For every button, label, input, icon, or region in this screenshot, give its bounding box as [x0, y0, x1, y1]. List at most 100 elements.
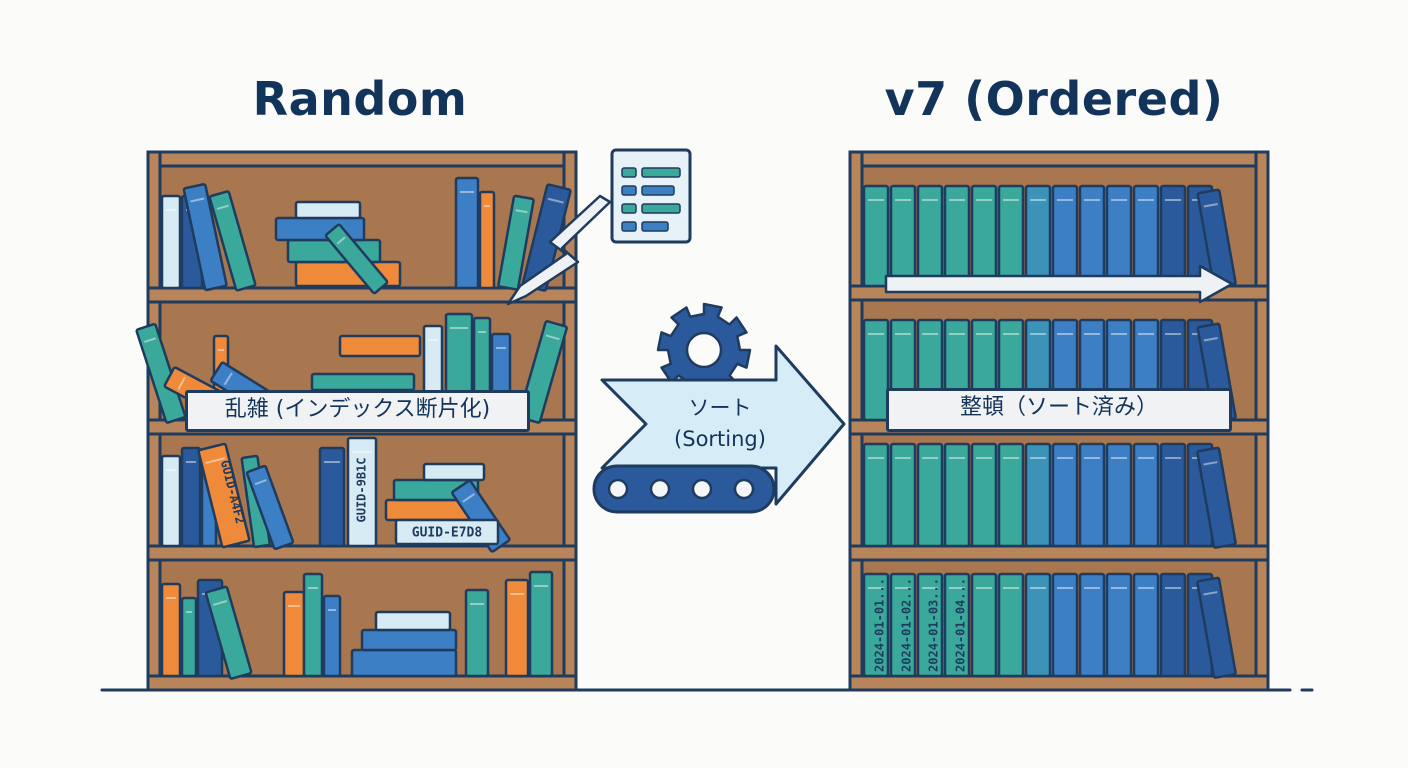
document-line — [621, 203, 637, 214]
guid-book-9b1c — [346, 436, 378, 548]
book-band — [1203, 203, 1218, 208]
row4-book — [862, 572, 890, 678]
conveyor-roller — [649, 478, 671, 500]
book-band — [254, 479, 267, 486]
conveyor-belt — [592, 464, 776, 514]
row3-book — [1051, 442, 1079, 548]
spine-label-date-3: 2024-01-03... — [927, 578, 941, 672]
row4-book — [1051, 572, 1079, 678]
sorting-conveyor — [592, 302, 846, 514]
guid-book-a4f2 — [197, 442, 251, 549]
book — [208, 190, 257, 292]
book-band — [547, 197, 564, 204]
stacked-book — [294, 200, 362, 220]
row3-book — [943, 442, 971, 548]
book-band — [223, 372, 233, 386]
book — [160, 194, 182, 290]
book — [160, 454, 182, 548]
row4-book — [916, 572, 944, 678]
book — [528, 570, 554, 678]
book-band — [1203, 591, 1218, 596]
conveyor-roller — [733, 478, 755, 500]
row3-book — [1132, 442, 1160, 548]
book — [180, 596, 198, 678]
row3-book — [1159, 442, 1187, 548]
row3-book — [1078, 442, 1106, 548]
row4-book — [889, 572, 917, 678]
document-line — [621, 221, 637, 232]
book — [182, 183, 228, 292]
book-band — [1203, 337, 1218, 342]
document-line — [621, 167, 637, 178]
book — [245, 464, 295, 551]
spine-label-date-2: 2024-01-02... — [900, 578, 914, 672]
shelf-board — [848, 544, 1270, 562]
book-band — [1203, 461, 1218, 466]
document-line — [641, 167, 681, 178]
spine-label-guid-9b1c: GUID-9B1C — [355, 457, 369, 522]
shelf-top-board — [146, 150, 578, 168]
book — [497, 194, 535, 291]
book — [504, 578, 530, 678]
document-line — [621, 185, 637, 196]
document-line — [641, 185, 675, 196]
row4-book — [970, 572, 998, 678]
row4-book — [1078, 572, 1106, 678]
shelf-board — [848, 674, 1270, 692]
stacked-book — [422, 462, 486, 482]
spine-label-guid-e7d8: GUID-E7D8 — [412, 526, 483, 541]
spine-label-date-4: 2024-01-04... — [954, 578, 968, 672]
row3-book — [1024, 442, 1052, 548]
book-band — [545, 334, 560, 341]
sorting-label-ja: ソート — [688, 396, 752, 420]
zigzag-arrow-icon — [506, 194, 612, 306]
row4-book — [1024, 572, 1052, 678]
book-band — [515, 209, 528, 214]
book-band — [213, 600, 228, 606]
row4-book — [1159, 572, 1187, 678]
row4-book — [1105, 572, 1133, 678]
book-band — [177, 376, 186, 390]
sorting-label-en: (Sorting) — [674, 427, 766, 451]
conveyor-roller — [607, 478, 629, 500]
book — [318, 446, 346, 548]
row2-book — [862, 318, 890, 422]
book — [464, 588, 490, 678]
guid-book-e7d8 — [394, 518, 500, 546]
row3-book — [1105, 442, 1133, 548]
stacked-book — [310, 372, 416, 392]
order-arrow — [884, 264, 1234, 304]
row1-book — [862, 184, 890, 288]
book — [135, 322, 187, 424]
book-band — [144, 337, 157, 343]
spine-label-date-1: 2024-01-01... — [873, 578, 887, 672]
book — [322, 594, 342, 678]
conveyor-roller — [691, 478, 713, 500]
book-band — [336, 236, 346, 245]
shelf-board — [146, 286, 578, 304]
sorted-caption: 整頓（ソート済み） — [886, 388, 1232, 432]
book-band — [205, 457, 226, 464]
book-band — [216, 204, 229, 210]
document-icon — [506, 148, 692, 306]
book — [282, 590, 306, 678]
row4-book — [943, 572, 971, 678]
random-title: Random — [252, 72, 468, 126]
stacked-book — [374, 610, 452, 632]
book — [302, 572, 324, 678]
gear-hub — [685, 331, 723, 369]
shelf-board — [146, 544, 578, 562]
book — [160, 582, 182, 678]
row3-book — [970, 442, 998, 548]
row3-book — [862, 442, 890, 548]
book — [454, 176, 480, 290]
row3-book — [889, 442, 917, 548]
book — [180, 446, 202, 548]
row4-book — [1196, 576, 1237, 679]
stacked-book — [338, 334, 422, 358]
book-band — [462, 493, 475, 503]
book — [324, 223, 389, 295]
row4-book — [997, 572, 1025, 678]
stacked-book — [360, 628, 458, 652]
